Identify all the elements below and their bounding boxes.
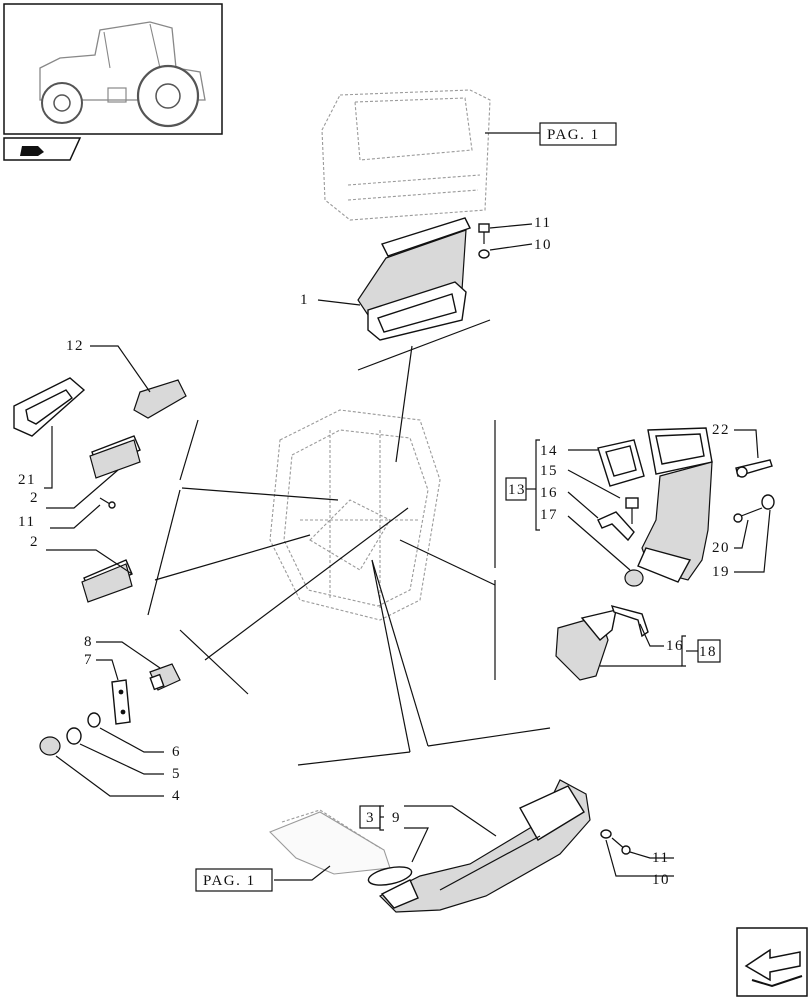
ref-box-pag-bottom[interactable]: [195, 868, 273, 892]
bolt-11-left: [99, 497, 116, 509]
callout-11-bottom: 11: [652, 850, 669, 866]
bracket-16-lower: [610, 604, 649, 638]
cab-roof-grille: [321, 89, 491, 221]
leader-4: [55, 755, 164, 797]
leader-11-top: [489, 223, 533, 229]
cab-frame: [269, 409, 441, 621]
bracket-7: [111, 679, 131, 725]
leader-pag-bottom: [274, 865, 331, 881]
bolt-11-bottom: [611, 837, 631, 855]
ref-box-pag-top[interactable]: [539, 122, 617, 146]
leader-6: [99, 727, 164, 753]
leader-8: [96, 641, 161, 669]
callout-1: 1: [300, 292, 309, 308]
gasket-21: [13, 377, 86, 437]
callout-16-lower: 16: [666, 638, 684, 654]
washer-6: [87, 712, 101, 728]
cover-12: [133, 379, 187, 419]
leader-21: [44, 426, 53, 489]
callout-13: 13: [508, 482, 526, 498]
callout-16-upper: 16: [540, 485, 558, 501]
elbow-cover: [555, 609, 617, 681]
callout-20: 20: [712, 540, 730, 556]
callout-11-left: 11: [18, 514, 35, 530]
filter-2-upper: [89, 435, 141, 479]
cap-4: [39, 736, 61, 756]
callout-6: 6: [172, 744, 181, 760]
leader-12: [90, 345, 151, 393]
upper-air-duct: [357, 217, 471, 341]
leader-11-bottom: [629, 851, 674, 859]
leader-15: [567, 469, 621, 499]
leader-1: [317, 299, 361, 306]
leader-17: [567, 515, 631, 571]
side-air-duct: [637, 427, 713, 583]
leader-19: [734, 509, 771, 573]
callout-19: 19: [712, 564, 730, 580]
leader-2-lower: [46, 549, 133, 575]
cap-17: [624, 569, 644, 587]
gasket-9: [367, 866, 413, 886]
callout-4: 4: [172, 788, 181, 804]
callout-18: 18: [699, 644, 717, 660]
tractor-thumbnail-icon: [3, 3, 223, 135]
washer-10-bottom: [600, 829, 612, 839]
ref-label-pag-top: PAG. 1: [547, 127, 600, 143]
switch-8: [149, 663, 181, 691]
bracket-13: [535, 439, 540, 531]
callout-11-top: 11: [534, 215, 551, 231]
leader-20: [734, 519, 749, 549]
callout-21: 21: [18, 472, 36, 488]
washer-10-top: [478, 249, 490, 259]
callout-15: 15: [540, 463, 558, 479]
callout-12: 12: [66, 338, 84, 354]
bracket-3: [379, 805, 384, 831]
bolt-15: [625, 497, 639, 524]
callout-14: 14: [540, 443, 558, 459]
callout-3: 3: [366, 810, 375, 826]
nut-5: [66, 727, 82, 745]
gasket-14: [597, 439, 645, 487]
leader-10-bottom: [605, 839, 674, 877]
leader-5: [79, 743, 164, 775]
bracket-16-upper: [597, 511, 635, 542]
callout-7: 7: [84, 652, 93, 668]
filter-2-lower: [81, 559, 133, 603]
bolt-20: [733, 507, 763, 523]
callout-5: 5: [172, 766, 181, 782]
leader-16-lower: [639, 623, 664, 647]
callout-10-bottom: 10: [652, 872, 670, 888]
callout-2-lower: 2: [30, 534, 39, 550]
leader-9-duct: [404, 805, 497, 837]
bolt-11-top: [478, 223, 490, 244]
leader-2-upper: [46, 469, 119, 509]
leader-9-gasket: [404, 827, 429, 863]
callout-22: 22: [712, 422, 730, 438]
lower-air-duct: [378, 779, 591, 913]
callout-17: 17: [540, 507, 558, 523]
section-marker-icon: [3, 137, 82, 161]
screw-22: [735, 459, 773, 478]
callout-9: 9: [392, 810, 401, 826]
assembly-leaders: [147, 319, 551, 766]
callout-10-top: 10: [534, 237, 552, 253]
leader-22: [734, 429, 759, 459]
callout-8: 8: [84, 634, 93, 650]
leader-10-top: [489, 243, 533, 251]
bracket-18: [681, 635, 686, 667]
next-page-arrow-icon[interactable]: [736, 927, 808, 997]
ref-label-pag-bottom: PAG. 1: [203, 873, 256, 889]
washer-19: [761, 494, 775, 510]
leader-11-left: [50, 504, 101, 529]
leader-7: [96, 659, 119, 681]
leader-16-upper: [567, 491, 599, 519]
callout-2-upper: 2: [30, 490, 39, 506]
